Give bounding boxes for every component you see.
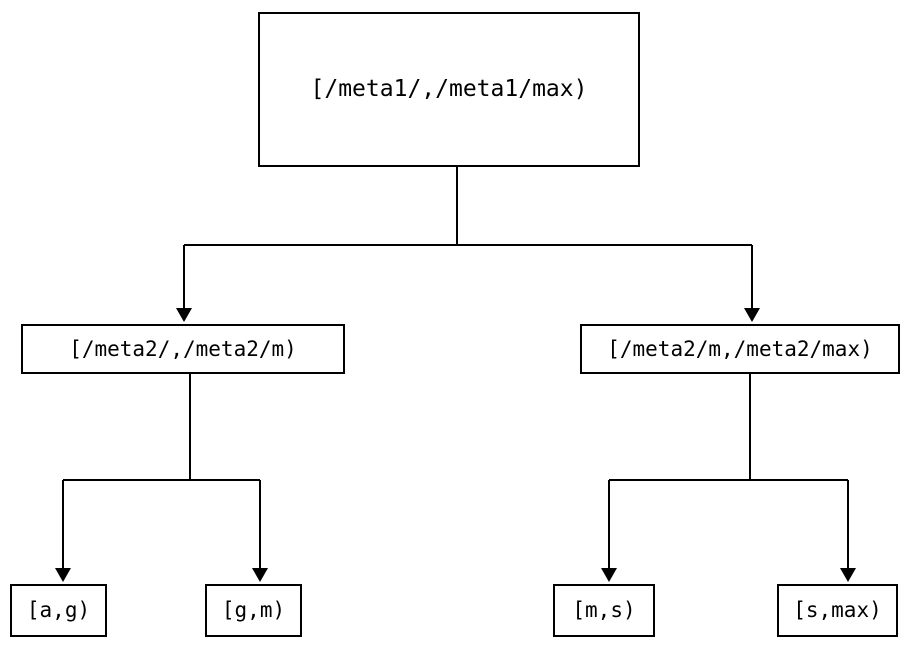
node-leaf-g-m-label: [g,m): [221, 598, 286, 622]
arrowhead-leaf-g-m: [252, 568, 268, 582]
arrowhead-mid-left: [176, 308, 192, 322]
node-root-label: [/meta1/,/meta1/max): [310, 76, 588, 102]
node-root[interactable]: [/meta1/,/meta1/max): [258, 12, 640, 167]
arrowhead-leaf-a-g: [55, 568, 71, 582]
node-leaf-m-s[interactable]: [m,s): [553, 584, 655, 637]
node-leaf-a-g[interactable]: [a,g): [10, 584, 107, 637]
node-mid-left[interactable]: [/meta2/,/meta2/m): [21, 324, 345, 374]
arrowhead-leaf-m-s: [601, 568, 617, 582]
node-leaf-s-max-label: [s,max): [793, 598, 882, 622]
node-mid-left-label: [/meta2/,/meta2/m): [69, 336, 297, 361]
node-mid-right[interactable]: [/meta2/m,/meta2/max): [580, 324, 900, 374]
arrowhead-mid-right: [744, 308, 760, 322]
node-mid-right-label: [/meta2/m,/meta2/max): [607, 336, 873, 361]
arrowhead-leaf-s-max: [840, 568, 856, 582]
node-leaf-a-g-label: [a,g): [26, 598, 91, 622]
node-leaf-s-max[interactable]: [s,max): [777, 584, 898, 637]
node-leaf-m-s-label: [m,s): [572, 598, 636, 622]
node-leaf-g-m[interactable]: [g,m): [205, 584, 302, 637]
